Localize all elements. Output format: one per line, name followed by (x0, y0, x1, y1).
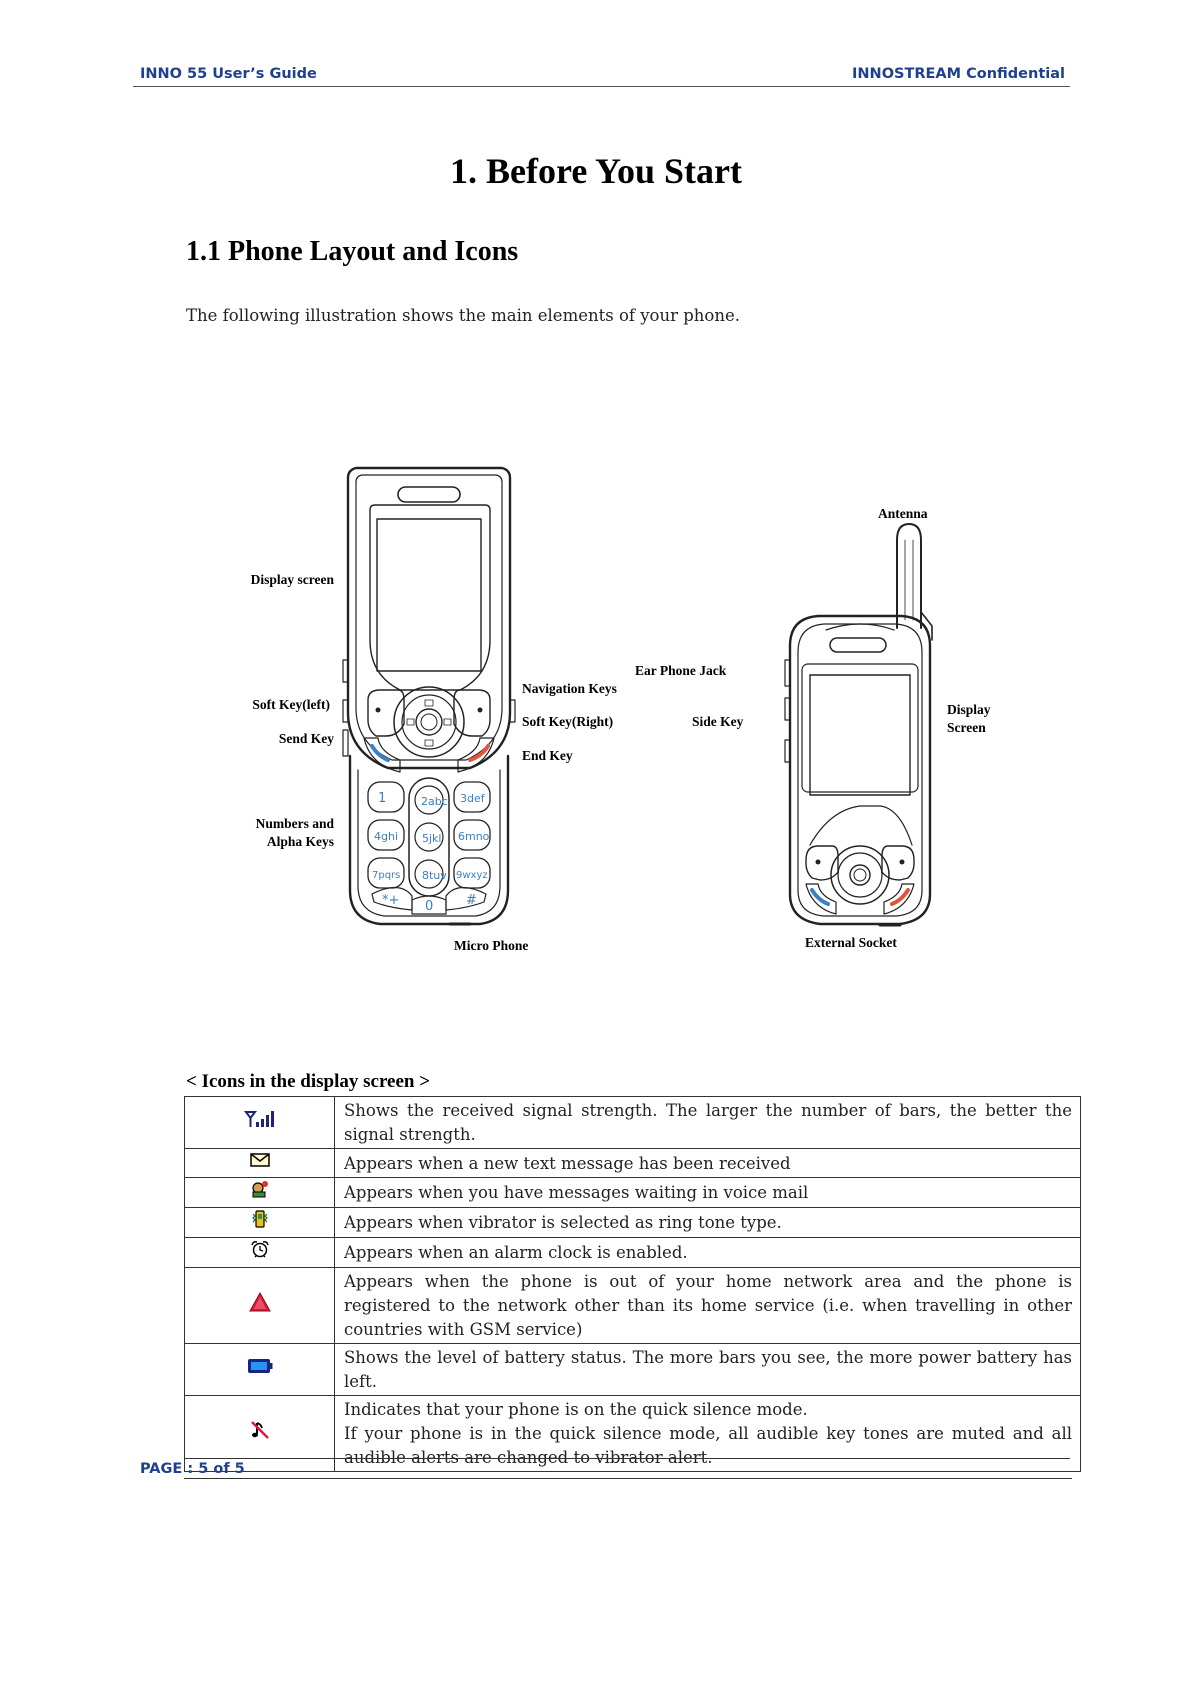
quick-silence-icon (250, 1421, 269, 1439)
icon-description: Shows the received signal strength. The … (334, 1096, 1081, 1149)
footer-page-number: PAGE : 5 of 5 (140, 1461, 245, 1477)
label-end-key: End Key (522, 748, 573, 763)
key-7: 7pqrs (372, 870, 400, 881)
table-row: Appears when a new text message has been… (184, 1148, 1081, 1178)
battery-icon (247, 1359, 272, 1373)
message-envelope-icon (249, 1153, 270, 1167)
key-2: 2abc (421, 795, 448, 808)
open-phone-drawing (342, 466, 516, 926)
key-1: 1 (378, 791, 386, 806)
key-9: 9wxyz (456, 870, 488, 881)
header-left: INNO 55 User’s Guide (140, 66, 317, 82)
icon-description: Appears when you have messages waiting i… (334, 1177, 1081, 1208)
footer-rule-bottom (184, 1478, 1072, 1479)
key-star: *+ (382, 893, 399, 908)
key-4: 4ghi (374, 830, 398, 843)
page-title: 1. Before You Start (450, 151, 742, 191)
key-hash: # (466, 893, 477, 908)
table-row: Appears when vibrator is selected as rin… (184, 1207, 1081, 1238)
icon-description: Appears when vibrator is selected as rin… (334, 1207, 1081, 1238)
vibrate-icon (251, 1210, 268, 1228)
label-micro-phone: Micro Phone (454, 938, 529, 953)
phone-layout-illustration: 1 2abc 3def 4ghi 5jkl 6mno 7pqrs 8tuv 9w… (342, 466, 933, 927)
icon-description: Appears when the phone is out of your ho… (334, 1267, 1081, 1344)
alarm-clock-icon (250, 1241, 269, 1258)
roaming-triangle-icon (248, 1291, 271, 1312)
label-navigation-keys: Navigation Keys (522, 681, 617, 696)
voice-mail-icon (251, 1181, 268, 1198)
key-5: 5jkl (422, 832, 441, 845)
icon-description: Appears when a new text message has been… (334, 1148, 1081, 1178)
table-row: Appears when the phone is out of your ho… (184, 1267, 1081, 1344)
intro-text: The following illustration shows the mai… (186, 306, 741, 325)
table-row: Appears when an alarm clock is enabled. (184, 1237, 1081, 1268)
label-soft-key-right: Soft Key(Right) (522, 714, 614, 729)
label-numbers-line1: Numbers and (255, 816, 334, 831)
icons-table: Shows the received signal strength. The … (184, 1096, 1081, 1472)
signal-strength-icon (243, 1111, 274, 1127)
table-row: Appears when you have messages waiting i… (184, 1177, 1081, 1208)
table-row: Shows the received signal strength. The … (184, 1096, 1081, 1149)
label-antenna: Antenna (878, 506, 928, 521)
header-rule (133, 86, 1070, 87)
icon-description: Indicates that your phone is on the quic… (334, 1395, 1081, 1472)
icon-description: Shows the level of battery status. The m… (334, 1343, 1081, 1396)
section-heading: 1.1 Phone Layout and Icons (186, 236, 519, 267)
label-soft-key-left: Soft Key(left) (252, 697, 330, 712)
key-0: 0 (425, 899, 433, 914)
key-6: 6mno (458, 830, 490, 843)
label-send-key: Send Key (278, 731, 334, 746)
label-display-line1: Display (947, 702, 991, 717)
label-display-line2: Screen (947, 720, 986, 735)
label-display-screen: Display screen (250, 572, 334, 587)
key-8: 8tuv (422, 869, 447, 882)
closed-phone-drawing (784, 523, 933, 927)
table-row: Shows the level of battery status. The m… (184, 1343, 1081, 1396)
label-ear-phone-jack: Ear Phone Jack (635, 663, 727, 678)
label-side-key: Side Key (692, 714, 744, 729)
icon-description: Appears when an alarm clock is enabled. (334, 1237, 1081, 1268)
label-numbers-line2: Alpha Keys (266, 834, 334, 849)
label-external-socket: External Socket (805, 935, 897, 950)
header-right: INNOSTREAM Confidential (852, 66, 1065, 82)
footer-rule-top (184, 1458, 1070, 1459)
icons-caption: < Icons in the display screen > (186, 1071, 431, 1092)
table-row: Indicates that your phone is on the quic… (184, 1395, 1081, 1472)
key-3: 3def (460, 792, 486, 805)
